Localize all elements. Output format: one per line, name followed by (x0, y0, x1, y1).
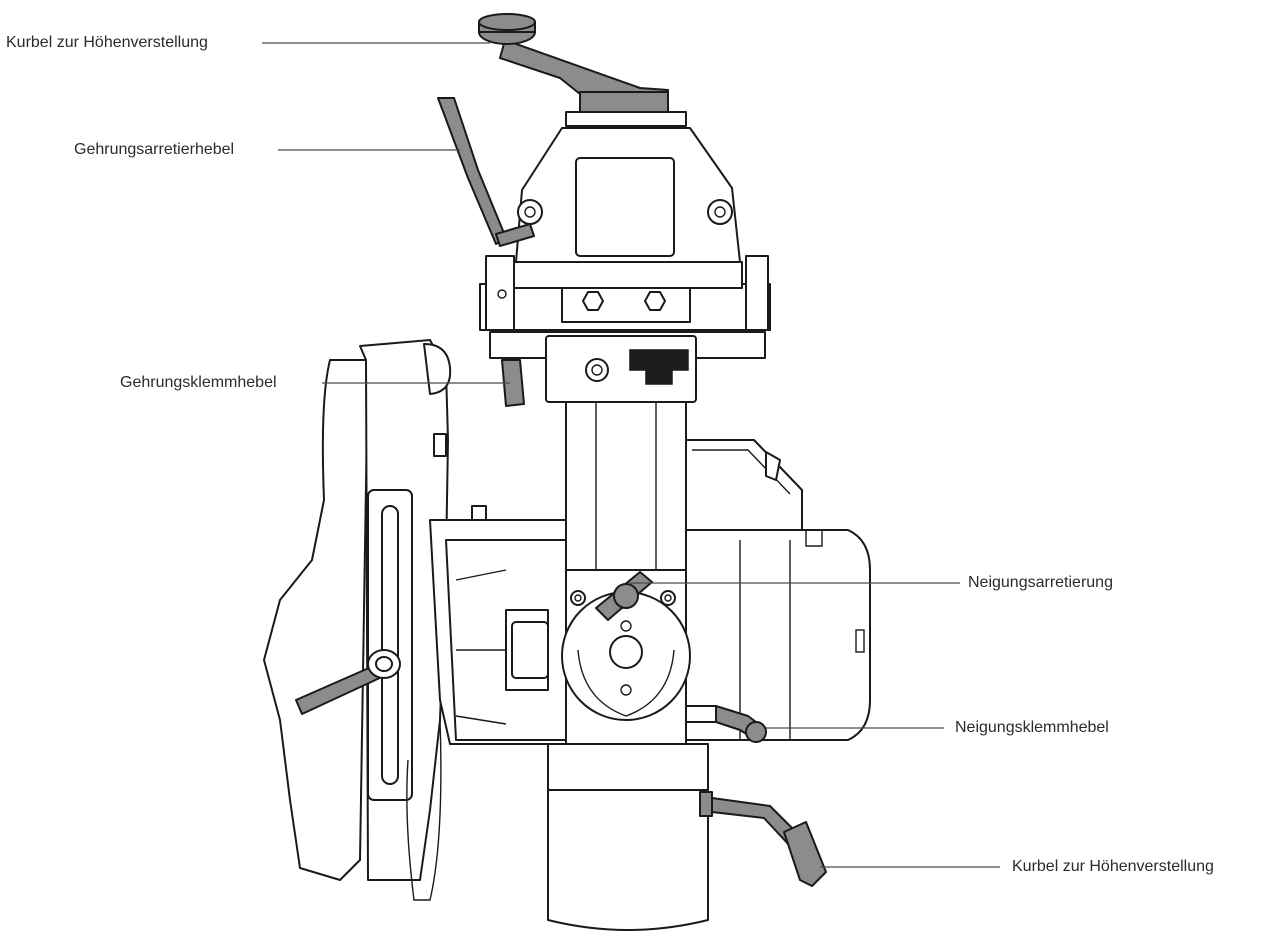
bevel-plate (561, 569, 691, 745)
label-crank-bottom: Kurbel zur Höhenverstellung (1012, 858, 1214, 875)
label-crank-top: Kurbel zur Höhenverstellung (6, 34, 208, 51)
motor (685, 439, 871, 741)
blade-guard (263, 339, 452, 901)
label-miter-lock-lever: Gehrungsarretierhebel (74, 141, 235, 158)
arm-carriage (489, 331, 766, 407)
miter-lock-lever (437, 97, 535, 247)
label-miter-clamp-lever: Gehrungsklemmhebel (120, 374, 277, 391)
top-crank (478, 13, 669, 113)
bottom-crank (699, 791, 827, 887)
gearbox-housing (479, 111, 771, 331)
label-bevel-clamp-lever: Neigungsklemmhebel (955, 719, 1109, 736)
lower-column (547, 743, 709, 931)
bevel-clamp-lever (685, 705, 767, 743)
bevel-housing (429, 505, 567, 745)
label-bevel-lock: Neigungsarretierung (968, 574, 1113, 591)
yoke-column (565, 401, 687, 573)
